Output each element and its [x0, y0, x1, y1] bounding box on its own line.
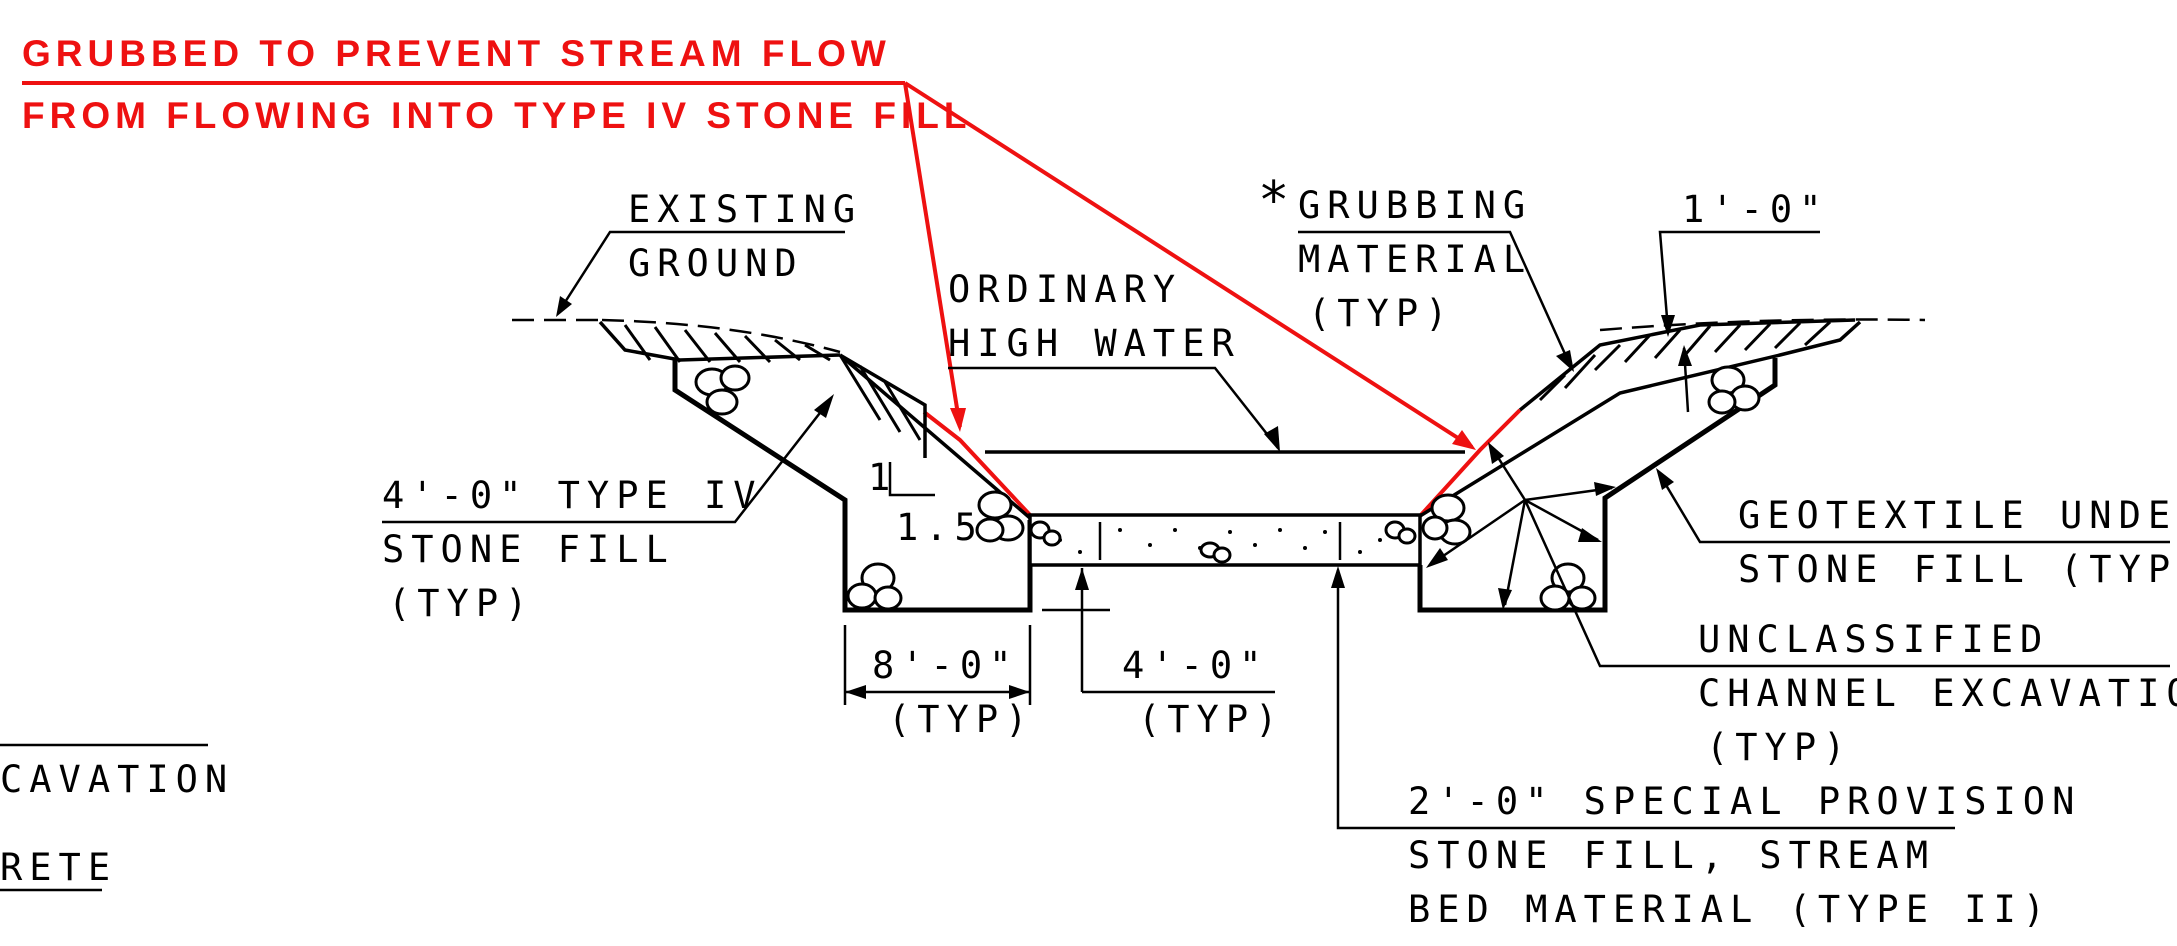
arrowhead-unclassified-4	[1578, 528, 1602, 542]
right-hatch	[1538, 320, 1832, 402]
left-rocks	[694, 364, 1025, 611]
existing-ground-label-2: GROUND	[628, 242, 804, 285]
dim-8ft: 8'-0" (TYP)	[843, 625, 1034, 741]
arrowhead-4ft-top	[1075, 568, 1089, 590]
special-leader	[1336, 570, 1955, 830]
slope-triangle	[888, 462, 935, 497]
grubbing-note-leader-left	[903, 82, 962, 428]
arrowhead-grubbing	[1556, 350, 1574, 372]
slope-run: 1.5	[896, 506, 984, 549]
grubbing-label-1: GRUBBING	[1298, 184, 1532, 227]
existing-ground-leader	[558, 230, 845, 311]
existing-ground-dash-left-2	[601, 318, 841, 354]
ordinary-label-1: ORDINARY	[948, 268, 1182, 311]
existing-ground-label-1: EXISTING	[628, 188, 862, 231]
arrowhead-unclassified-2	[1498, 588, 1512, 610]
right-stone-fill-outline	[1417, 358, 1778, 613]
grubbing-note-line2: FROM FLOWING INTO TYPE IV STONE FILL	[22, 95, 971, 136]
ordinary-high-water-label: ORDINARY HIGH WATER	[948, 268, 1280, 452]
dim-one-foot-leader	[1658, 230, 1820, 331]
arrowhead-unclassified-5	[1488, 442, 1504, 464]
grubbing-leader	[1298, 230, 1572, 366]
dim-8ft-label: 8'-0"	[872, 644, 1018, 687]
dim-4ft-typ: (TYP)	[1138, 698, 1284, 741]
arrowhead-8ft-left	[845, 685, 866, 699]
grubbed-slope-right	[1418, 408, 1522, 518]
geotextile-label: GEOTEXTILE UNDER STONE FILL (TYP)	[1656, 468, 2177, 591]
stream-bed	[985, 450, 1465, 610]
unclassified-fan-1	[1429, 498, 1526, 567]
arrowhead-ordinary	[1264, 426, 1280, 452]
ordinary-label-2: HIGH WATER	[948, 322, 1241, 365]
type-iv-stone-fill-label: 4'-0" TYPE IV STONE FILL (TYP)	[382, 394, 834, 625]
existing-ground: EXISTING GROUND	[512, 188, 1926, 354]
arrowhead-dim-one-foot-bottom	[1678, 345, 1692, 366]
arrowhead-unclassified-3	[1594, 482, 1616, 496]
unclassified-label-2: CHANNEL EXCAVATION	[1698, 672, 2177, 715]
dim-4ft: 4'-0" (TYP)	[1042, 568, 1284, 741]
arrowhead-red-left	[950, 408, 966, 432]
arrowhead-8ft-right	[1009, 685, 1030, 699]
left-topsoil-top	[598, 320, 841, 362]
arrowhead-stone-fill	[814, 394, 834, 418]
grubbing-marker: *	[1258, 171, 1289, 231]
grubbing-note: GRUBBED TO PREVENT STREAM FLOW FROM FLOW…	[22, 33, 1522, 518]
arrowhead-unclassified-1	[1426, 548, 1448, 568]
right-rocks	[1421, 365, 1761, 612]
slope-indicator: 1 1.5	[868, 456, 984, 549]
geotextile-label-1: GEOTEXTILE UNDER	[1738, 494, 2177, 537]
arrowhead-geotextile	[1656, 468, 1674, 490]
geotextile-label-2: STONE FILL (TYP)	[1738, 548, 2177, 591]
grubbed-slope-left	[922, 410, 1032, 517]
special-label-2: STONE FILL, STREAM	[1408, 834, 1935, 877]
stone-fill-leader	[382, 399, 831, 524]
grubbing-label-3: (TYP)	[1308, 292, 1454, 335]
grubbing-material-label: * GRUBBING MATERIAL (TYP) 1'-0"	[1258, 171, 1828, 372]
arrowhead-red-right	[1452, 430, 1476, 450]
right-slope-line	[1419, 320, 1862, 518]
legend-concrete-text: RETE	[0, 846, 117, 889]
unclassified-label-3: (TYP)	[1706, 726, 1852, 769]
unclassified-label: UNCLASSIFIED CHANNEL EXCAVATION (TYP)	[1426, 442, 2177, 769]
ordinary-leader	[948, 366, 1279, 449]
grubbing-label-2: MATERIAL	[1298, 238, 1532, 281]
grubbing-note-line1: GRUBBED TO PREVENT STREAM FLOW	[22, 33, 891, 74]
stone-fill-label-2: STONE FILL	[382, 528, 675, 571]
special-label-1: 2'-0" SPECIAL PROVISION	[1408, 780, 2081, 823]
unclassified-leader	[1523, 499, 2170, 668]
special-provision-label: 2'-0" SPECIAL PROVISION STONE FILL, STRE…	[1331, 566, 2081, 931]
streambed-rocks	[1029, 520, 1417, 564]
dim-one-foot-label: 1'-0"	[1682, 188, 1828, 231]
unclassified-label-1: UNCLASSIFIED	[1698, 618, 2049, 661]
existing-ground-dash-right	[1599, 318, 1926, 332]
arrowhead-special	[1331, 566, 1345, 588]
slope-rise: 1	[868, 456, 897, 499]
left-bank	[598, 320, 1033, 613]
left-topsoil-edge	[839, 353, 927, 458]
geotextile-leader	[1658, 474, 2170, 544]
special-label-3: BED MATERIAL (TYPE II)	[1408, 888, 2052, 931]
arrowhead-existing-ground	[556, 296, 572, 317]
stone-fill-label-3: (TYP)	[388, 582, 534, 625]
arrowhead-dim-one-foot-top	[1661, 315, 1675, 337]
dim-4ft-label: 4'-0"	[1122, 644, 1268, 687]
streambed-material	[1028, 513, 1422, 567]
left-hatch	[623, 324, 922, 441]
legend-excavation-text: CAVATION	[0, 758, 234, 801]
legend-fragments: CAVATION RETE	[0, 743, 234, 892]
dim-8ft-typ: (TYP)	[888, 698, 1034, 741]
stone-fill-label-1: 4'-0" TYPE IV	[382, 474, 763, 517]
unclassified-fan-2	[1503, 499, 1527, 606]
right-bank	[1417, 230, 1862, 613]
grubbing-note-leader-right	[903, 81, 1474, 449]
